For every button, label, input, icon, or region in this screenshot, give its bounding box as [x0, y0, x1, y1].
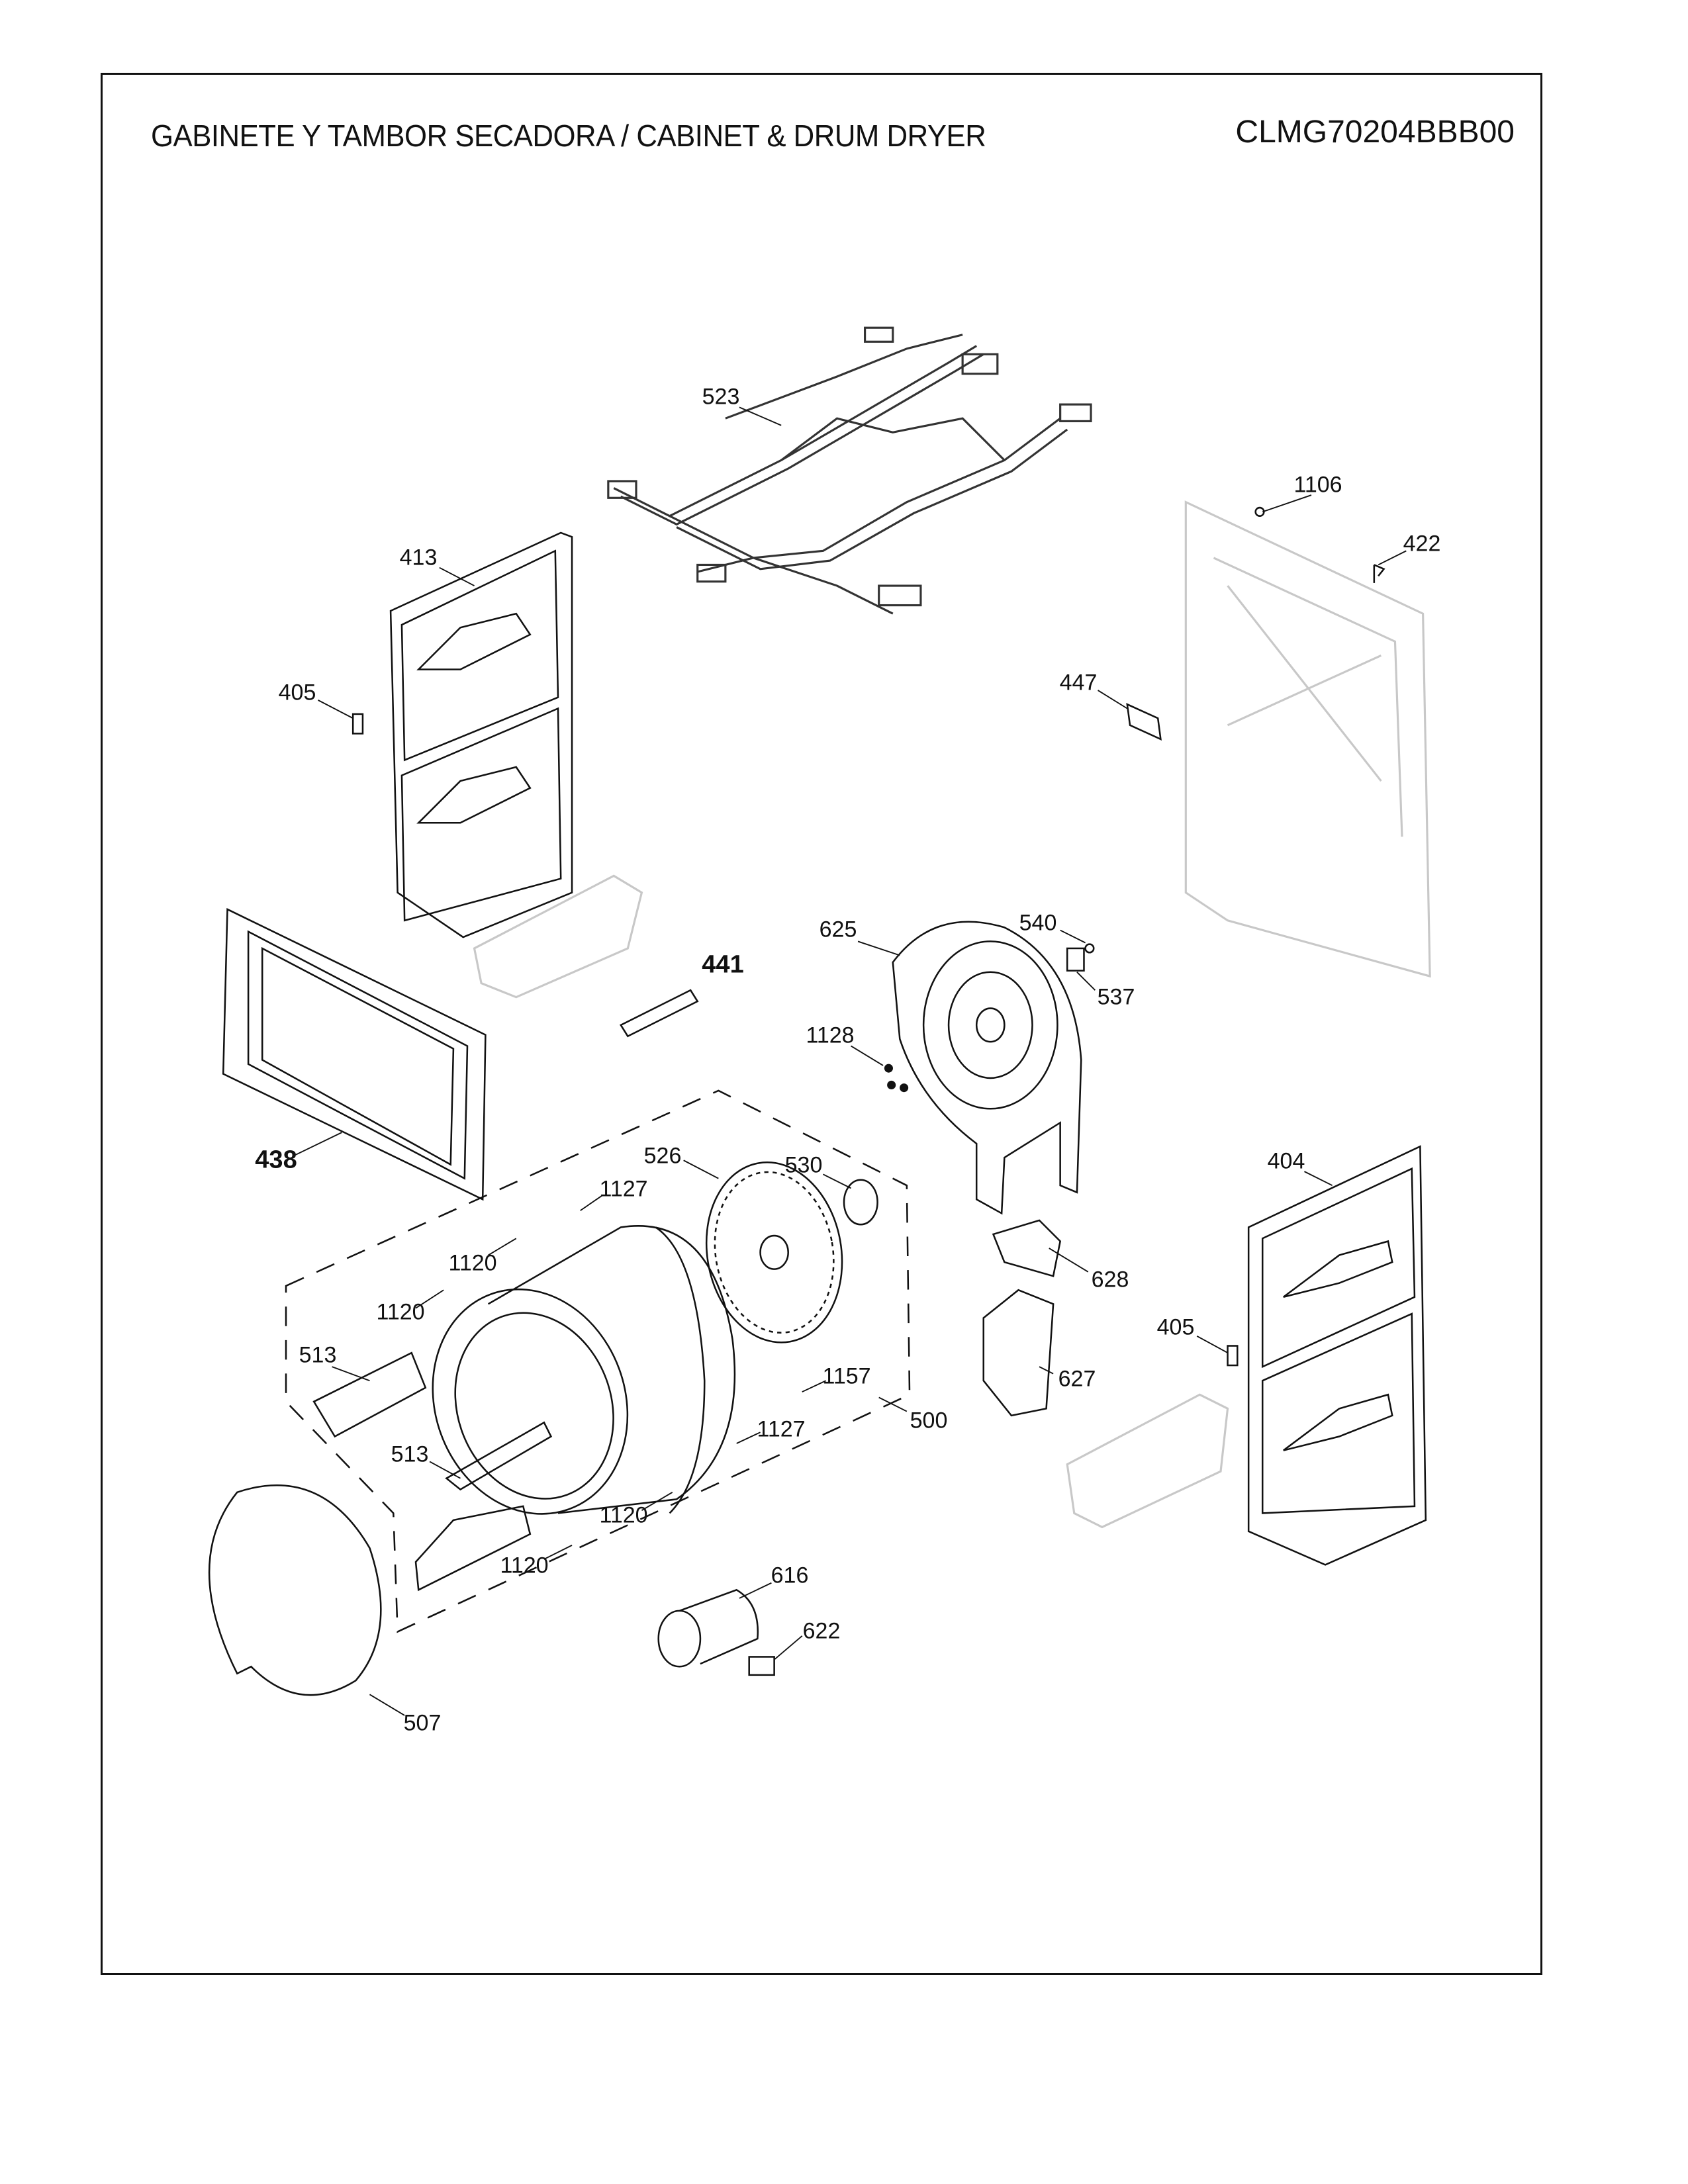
callout-513: 513: [391, 1441, 429, 1467]
callout-523: 523: [702, 384, 740, 410]
callout-1106: 1106: [1293, 472, 1342, 498]
callout-447: 447: [1059, 670, 1098, 696]
callout-627: 627: [1058, 1366, 1096, 1392]
diagram-frame: [101, 73, 1542, 1975]
part-537: [1066, 947, 1085, 972]
callout-625: 625: [819, 917, 857, 942]
hinge-441: [620, 989, 699, 1038]
part-540: [1084, 943, 1095, 954]
door-438: [222, 907, 487, 1201]
callout-1127: 1127: [599, 1176, 648, 1202]
part-422: [1373, 564, 1385, 583]
bearing-530: [843, 1179, 878, 1226]
callout-441: 441: [702, 950, 744, 979]
housing-627: [982, 1289, 1055, 1417]
baffle-513-c: [414, 1505, 532, 1592]
diagram-title: GABINETE Y TAMBOR SECADORA / CABINET & D…: [151, 118, 986, 153]
callout-1120: 1120: [448, 1250, 497, 1276]
part-622: [748, 1656, 775, 1676]
front-panel-507: [208, 1484, 382, 1696]
callout-540: 540: [1019, 910, 1057, 936]
bracket-628: [992, 1219, 1062, 1277]
heater-616: [657, 1588, 759, 1668]
callout-422: 422: [1403, 531, 1441, 557]
side-panel-404: [1247, 1145, 1427, 1566]
clip-405-left: [352, 713, 364, 735]
baffle-513-b: [445, 1421, 553, 1491]
callout-405: 405: [278, 680, 316, 705]
callout-628: 628: [1091, 1267, 1129, 1293]
callout-616: 616: [771, 1563, 809, 1588]
callout-500: 500: [910, 1408, 948, 1433]
wire-harness-523: [607, 326, 1092, 615]
callout-438: 438: [255, 1146, 297, 1174]
callout-1127: 1127: [757, 1416, 806, 1442]
callout-1120: 1120: [599, 1502, 648, 1528]
rear-panel-faded: [473, 500, 1431, 1529]
baffle-513-a: [312, 1351, 427, 1438]
callout-1128: 1128: [806, 1023, 855, 1048]
rear-bulkhead-625: [892, 921, 1082, 1215]
callout-413: 413: [399, 545, 438, 570]
callout-530: 530: [784, 1152, 823, 1178]
callout-404: 404: [1267, 1148, 1305, 1174]
callout-1120: 1120: [500, 1553, 549, 1578]
callout-1120: 1120: [376, 1299, 425, 1325]
callout-622: 622: [802, 1618, 841, 1644]
model-number: CLMG70204BBB00: [1235, 114, 1515, 150]
rear-drum-filter-526: [705, 1161, 843, 1343]
screws-1128: [884, 1064, 909, 1093]
callout-513: 513: [299, 1342, 337, 1368]
clip-405-right: [1227, 1345, 1239, 1367]
callout-537: 537: [1097, 984, 1135, 1010]
bracket-447: [1126, 703, 1162, 741]
callout-1157: 1157: [822, 1363, 871, 1389]
callout-405: 405: [1156, 1314, 1195, 1340]
callout-507: 507: [403, 1710, 442, 1736]
drum: [432, 1225, 736, 1515]
drum-assembly-500-outline: [285, 1089, 911, 1633]
side-panel-413: [389, 531, 573, 938]
callout-526: 526: [643, 1143, 682, 1169]
leader-lines: [295, 406, 1407, 1716]
